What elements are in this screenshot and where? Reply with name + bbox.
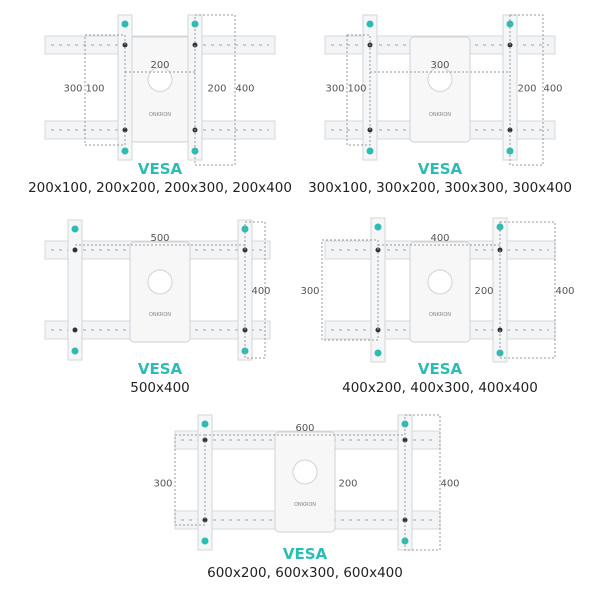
plate-knob [292,459,318,485]
vesa-title-1: VESA [137,160,183,178]
dimension-top-label: 400 [430,233,449,244]
dimension-right-label: 400 [543,84,562,95]
vesa-sizes-5: 600x200, 600x300, 600x400 [207,565,403,581]
mount-point-icon [121,20,129,28]
brand-logo: ONKRON [149,312,171,318]
dimension-right [499,221,556,359]
mount-3: ONKRON 500 400 [44,219,271,361]
vesa-title-3: VESA [137,360,183,378]
brand-logo: ONKRON [294,502,316,508]
dimension-right-label: 400 [440,479,459,490]
plate-knob [427,269,453,295]
dimension-top-label: 500 [150,233,169,244]
mount-point-icon [366,20,374,28]
screw-icon [72,247,78,253]
mount-point-icon [496,349,504,357]
screw-icon [202,437,208,443]
screw-icon [72,327,78,333]
dimension-right-label: 400 [251,286,270,297]
dimension-left [84,34,126,146]
dimension-left-label: 300 [325,84,344,95]
dimension-top-label: 300 [430,60,449,71]
plate-knob [147,269,173,295]
dimension-right [509,14,544,166]
screw-icon [122,127,128,133]
dimension-left [321,239,379,341]
brand-logo: ONKRON [429,312,451,318]
dimension-right [404,414,441,551]
mount-point-icon [201,537,209,545]
screw-icon [202,517,208,523]
dimension-left-label: 100 [347,84,366,95]
dimension-right-label: 200 [207,84,226,95]
dimension-left-label: 300 [300,286,319,297]
dimension-right [244,221,266,359]
dimension-right-label: 400 [235,84,254,95]
mount-point-icon [191,20,199,28]
dimension-top-label: 600 [295,423,314,434]
mount-point-icon [201,420,209,428]
dimension-right-label: 200 [474,286,493,297]
mount-point-icon [401,420,409,428]
dimension-right-label: 400 [555,286,574,297]
screw-icon [402,517,408,523]
brand-logo: ONKRON [149,112,171,118]
dimension-left-label: 300 [63,84,82,95]
vesa-sizes-4: 400x200, 400x300, 400x400 [342,380,538,396]
screw-icon [507,127,513,133]
mount-point-icon [71,347,79,355]
screw-icon [402,437,408,443]
dimension-left-label: 300 [153,479,172,490]
mount-point-icon [71,225,79,233]
vesa-sizes-3: 500x400 [130,380,190,396]
plate-knob [147,67,173,92]
mount-5: ONKRON 600 300 200 400 [153,414,460,551]
dimension-left-label: 100 [85,84,104,95]
vesa-title-4: VESA [417,360,463,378]
mount-point-icon [366,147,374,155]
mount-point-icon [241,347,249,355]
dimension-top-label: 200 [150,60,169,71]
dimension-right-label: 200 [517,84,536,95]
mount-4: ONKRON 400 300 200 400 [300,217,575,363]
dimension-right-label: 200 [338,479,357,490]
brand-logo: ONKRON [429,112,451,118]
vesa-title-5: VESA [282,545,328,563]
vertical-arm [362,14,378,161]
mount-point-icon [374,223,382,231]
dimension-right [194,14,236,166]
vesa-sizes-2: 300x100, 300x200, 300x300, 300x400 [308,180,572,196]
mount-point-icon [121,147,129,155]
plate-knob [427,67,453,92]
dimension-left [346,34,371,146]
vesa-sizes-1: 200x100, 200x200, 200x300, 200x400 [28,180,292,196]
vertical-arm [67,219,83,361]
vesa-title-2: VESA [417,160,463,178]
mount-point-icon [374,349,382,357]
